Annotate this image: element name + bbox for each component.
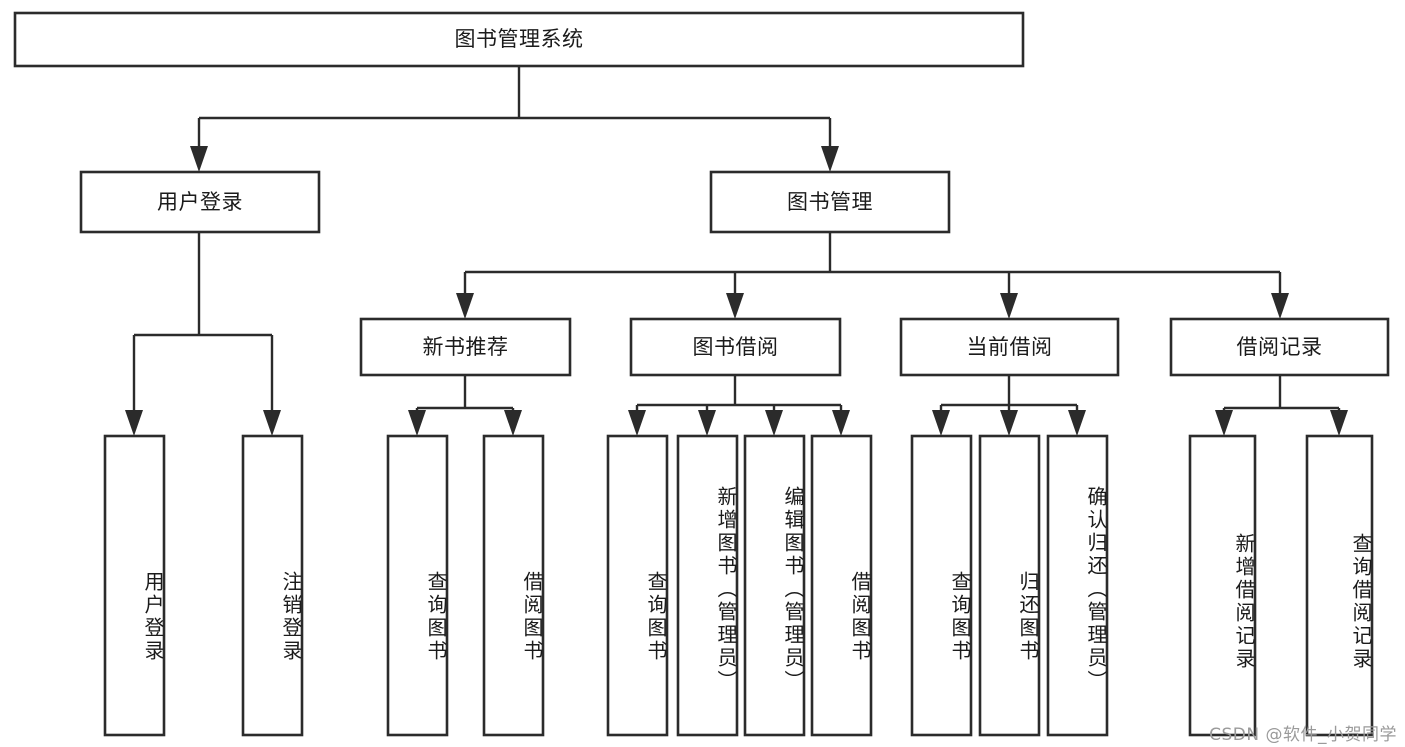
node-box-leaf-current-borrow-3[interactable] bbox=[1046, 434, 1109, 737]
node-box-leaf-book-borrow-3[interactable] bbox=[743, 434, 806, 737]
node-box-leaf-user-login-2[interactable] bbox=[241, 434, 304, 737]
arrowhead-bb-leaf3 bbox=[765, 410, 783, 436]
arrowhead-bb-leaf1 bbox=[628, 410, 646, 436]
arrowhead-user-login bbox=[190, 146, 208, 172]
watermark-text: CSDN @软件_小贺同学 bbox=[1209, 725, 1397, 745]
arrowhead-br-leaf1 bbox=[1215, 410, 1233, 436]
connector-group-current-borrow bbox=[932, 375, 1086, 436]
arrowhead-book-mgmt bbox=[821, 146, 839, 172]
connector-group-root bbox=[190, 66, 839, 172]
node-box-book-borrow[interactable] bbox=[629, 317, 842, 377]
arrowhead-borrow-record bbox=[1271, 293, 1289, 319]
node-box-leaf-book-borrow-2[interactable] bbox=[676, 434, 739, 737]
arrowhead-current-borrow bbox=[1000, 293, 1018, 319]
node-box-leaf-current-borrow-1[interactable] bbox=[910, 434, 973, 737]
node-box-leaf-borrow-record-1[interactable] bbox=[1188, 434, 1257, 737]
node-box-leaf-book-borrow-4[interactable] bbox=[810, 434, 873, 737]
node-box-root[interactable] bbox=[13, 11, 1025, 68]
node-box-new-book-recommend[interactable] bbox=[359, 317, 572, 377]
arrowhead-new-book bbox=[456, 293, 474, 319]
arrowhead-nb-leaf1 bbox=[408, 410, 426, 436]
arrowhead-cb-leaf3 bbox=[1068, 410, 1086, 436]
arrowhead-br-leaf2 bbox=[1330, 410, 1348, 436]
arrowhead-ul-leaf1 bbox=[125, 410, 143, 436]
connector-group-borrow-record bbox=[1215, 375, 1348, 436]
arrowhead-bb-leaf2 bbox=[698, 410, 716, 436]
node-box-current-borrow[interactable] bbox=[899, 317, 1120, 377]
arrowhead-bb-leaf4 bbox=[832, 410, 850, 436]
node-box-leaf-new-book-1[interactable] bbox=[386, 434, 449, 737]
connector-group-book-mgmt bbox=[456, 232, 1289, 319]
arrowhead-nb-leaf2 bbox=[504, 410, 522, 436]
node-box-leaf-new-book-2[interactable] bbox=[482, 434, 545, 737]
connector-group-book-borrow bbox=[628, 375, 850, 436]
node-box-borrow-record[interactable] bbox=[1169, 317, 1390, 377]
node-box-leaf-borrow-record-2[interactable] bbox=[1305, 434, 1374, 737]
arrowhead-cb-leaf2 bbox=[1000, 410, 1018, 436]
arrowhead-ul-leaf2 bbox=[263, 410, 281, 436]
node-box-leaf-user-login-1[interactable] bbox=[103, 434, 166, 737]
arrowhead-book-borrow bbox=[726, 293, 744, 319]
node-box-leaf-book-borrow-1[interactable] bbox=[606, 434, 669, 737]
node-box-leaf-current-borrow-2[interactable] bbox=[978, 434, 1041, 737]
node-box-user-login[interactable] bbox=[79, 170, 321, 234]
connector-group-user-login bbox=[125, 232, 281, 436]
node-box-book-management[interactable] bbox=[709, 170, 951, 234]
arrowhead-cb-leaf1 bbox=[932, 410, 950, 436]
connector-group-new-book bbox=[408, 375, 522, 436]
